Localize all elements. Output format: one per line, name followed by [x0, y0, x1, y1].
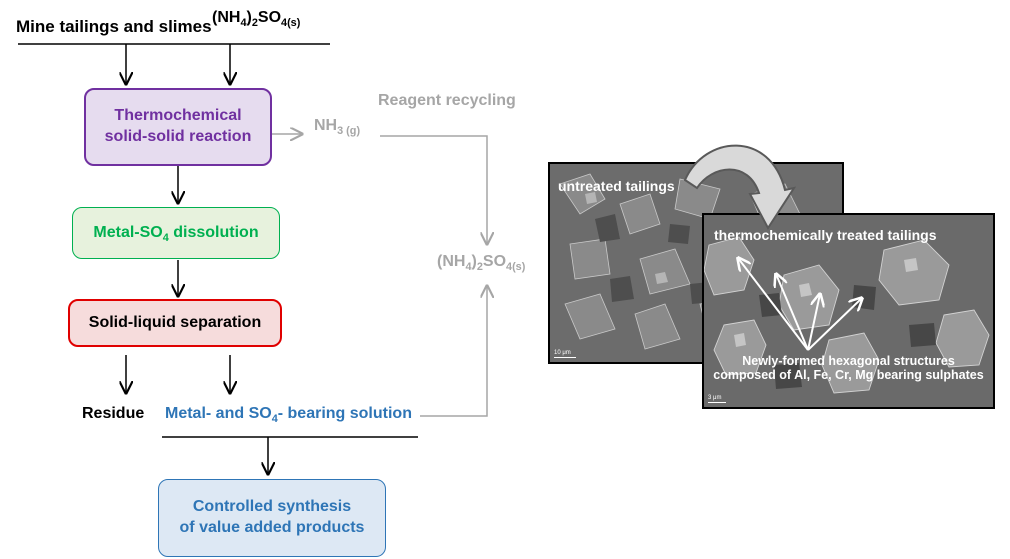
input-reagent-label: (NH4)2SO4(s) — [212, 9, 301, 30]
solution-label: Metal- and SO4- bearing solution — [165, 405, 412, 426]
untreated-scale-bar: 10 μm — [554, 350, 576, 358]
treated-scale-bar: 3 μm — [708, 395, 726, 403]
treated-scale-text: 3 μm — [708, 395, 722, 401]
reaction-box: Thermochemical solid-solid reaction — [84, 88, 272, 166]
input-tailings-label: Mine tailings and slimes — [16, 17, 212, 36]
separation-box: Solid-liquid separation — [68, 299, 282, 347]
recycled-salt-label: (NH4)2SO4(s) — [437, 253, 526, 274]
residue-label: Residue — [82, 405, 145, 422]
dissolution-label: Metal-SO4 dissolution — [93, 223, 259, 244]
synthesis-line-2: of value added products — [179, 519, 365, 536]
untreated-label: untreated tailings — [558, 178, 675, 194]
annotation-line-2: composed of Al, Fe, Cr, Mg bearing sulph… — [713, 368, 984, 383]
treated-micrograph: thermochemically treated tailings Newly-… — [702, 213, 995, 409]
separation-label: Solid-liquid separation — [88, 313, 262, 331]
synthesis-box: Controlled synthesis of value added prod… — [158, 479, 386, 557]
dissolution-box: Metal-SO4 dissolution — [72, 207, 280, 259]
annotation-line-1: Newly-formed hexagonal structures — [742, 354, 955, 368]
reaction-line-1: Thermochemical — [114, 107, 242, 125]
synthesis-line-1: Controlled synthesis — [192, 498, 352, 516]
solution-recycle-line — [420, 286, 487, 417]
reagent-recycling-title: Reagent recycling — [378, 92, 516, 109]
untreated-scale-text: 10 μm — [554, 350, 571, 356]
nh3-label: NH3 (g) — [314, 117, 361, 138]
annotation-text: Newly-formed hexagonal structures compos… — [704, 354, 993, 383]
reaction-line-2: solid-solid reaction — [104, 128, 252, 145]
nh3-recycle-line — [380, 135, 487, 244]
treated-label: thermochemically treated tailings — [714, 227, 937, 243]
